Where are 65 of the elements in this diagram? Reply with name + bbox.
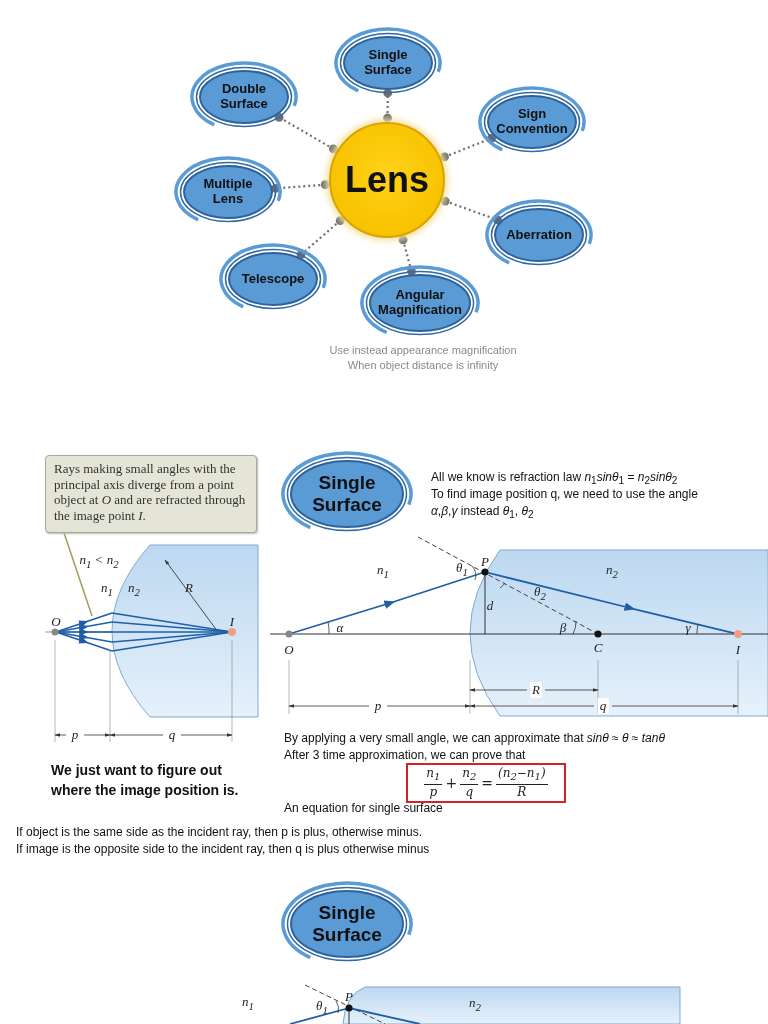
dotted-connector bbox=[383, 88, 393, 123]
math-symbol: n$_{1}$ bbox=[100, 580, 114, 598]
leader-line bbox=[63, 532, 93, 617]
topic-label: Double Surface bbox=[219, 82, 269, 112]
math-symbol: P bbox=[344, 989, 354, 1005]
math-symbol: α bbox=[335, 620, 345, 636]
math-symbol: R bbox=[184, 580, 194, 596]
circle-label: Lens bbox=[345, 159, 429, 201]
math-symbol: C bbox=[592, 640, 604, 656]
dotted-connector bbox=[398, 235, 416, 276]
math-symbol: I bbox=[228, 614, 236, 630]
numerator: n$_{1}$ bbox=[424, 766, 443, 785]
topic-label: Single Surface bbox=[311, 902, 383, 946]
callout-text: Rays making small angles with the principal axis diverge from a point object at O and are refracted through the image point I. bbox=[54, 461, 247, 524]
dotted-connector bbox=[440, 133, 496, 162]
denominator: p bbox=[429, 784, 438, 800]
denominator: R bbox=[517, 784, 527, 800]
math-symbol: d bbox=[485, 598, 495, 614]
topic-label: Angular Magnification bbox=[377, 288, 463, 318]
note-text: By applying a very small angle, we can approximate that sinθ ≈ θ ≈ tanθ bbox=[284, 730, 665, 747]
side-note: When object distance is infinity bbox=[347, 358, 499, 373]
topic-label: Single Surface bbox=[311, 472, 383, 516]
math-symbol: γ bbox=[684, 620, 692, 636]
numerator: (n$_{2}$−n$_{1}$) bbox=[496, 766, 548, 785]
note-text: We just want to figure out where the image position is. bbox=[51, 761, 240, 801]
math-symbol: n$_{2}$ bbox=[468, 995, 482, 1013]
topic-label: Single Surface bbox=[363, 48, 413, 78]
numerator: n$_{2}$ bbox=[460, 766, 479, 785]
dotted-connector bbox=[440, 196, 502, 225]
equation-box bbox=[406, 763, 566, 803]
math-symbol: n$_{1}$ bbox=[241, 994, 255, 1012]
dotted-connector bbox=[296, 216, 345, 260]
note-text: After 3 time approximation, we can prove that bbox=[284, 747, 526, 764]
math-symbol: β bbox=[558, 620, 568, 636]
note-text: If object is the same side as the incident ray, then p is plus, otherwise minus. bbox=[16, 824, 422, 841]
note-text: All we know is refraction law n$_{1}$sinθ$_{1}$ = n$_{2}$sinθ$_{2}$ bbox=[431, 469, 678, 489]
note-text: An equation for single surface bbox=[284, 800, 443, 817]
central-circle bbox=[329, 122, 445, 238]
math-operator: + bbox=[445, 775, 458, 791]
topic-label: Aberration bbox=[506, 227, 572, 243]
math-symbol: θ$_{1}$ bbox=[315, 998, 329, 1016]
callout-box bbox=[45, 455, 257, 533]
note-text: To find image position q, we need to use the angle bbox=[431, 486, 698, 503]
math-symbol: n$_{2}$ bbox=[605, 562, 619, 580]
math-symbol: O bbox=[50, 614, 62, 630]
topic-label: Multiple Lens bbox=[202, 177, 254, 207]
note-text: If image is the opposite side to the incident ray, then q is plus otherwise minus bbox=[16, 841, 430, 858]
math-symbol: I bbox=[734, 642, 742, 658]
math-operator: = bbox=[481, 775, 493, 791]
math-symbol: θ$_{1}$ bbox=[455, 560, 469, 578]
math-symbol: θ$_{2}$ bbox=[533, 584, 547, 602]
dotted-connector bbox=[274, 113, 338, 154]
math-symbol: q bbox=[597, 698, 609, 714]
math-symbol: n$_{1}$ < n$_{2}$ bbox=[78, 552, 120, 570]
math-symbol: P bbox=[480, 554, 490, 570]
math-symbol: n$_{2}$ bbox=[127, 580, 141, 598]
math-symbol: R bbox=[530, 682, 542, 698]
math-symbol: O bbox=[283, 642, 295, 658]
math-symbol: n$_{1}$ bbox=[376, 562, 390, 580]
topic-label: Sign Convention bbox=[495, 107, 569, 137]
denominator: q bbox=[465, 784, 474, 800]
dotted-connector bbox=[271, 180, 330, 193]
side-note: Use instead appearance magnification bbox=[329, 343, 517, 358]
note-text: α,β,γ instead θ$_{1}$, θ$_{2}$ bbox=[431, 503, 534, 523]
topic-label: Telescope bbox=[241, 271, 305, 287]
